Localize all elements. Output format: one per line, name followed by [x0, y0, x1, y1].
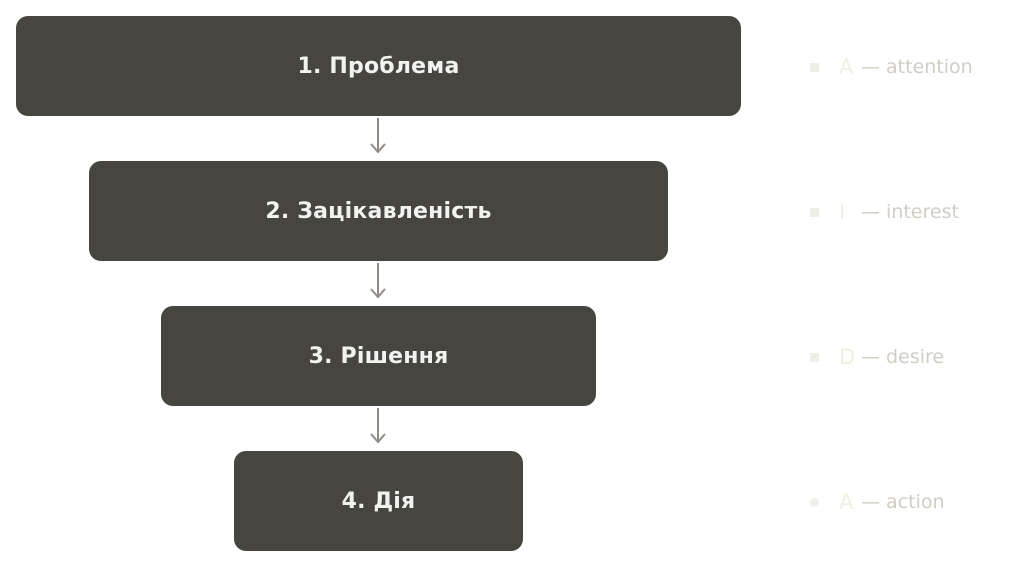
legend-item-attention: A — attention	[810, 55, 973, 79]
stage-label-problem: 1. Проблема	[297, 53, 460, 79]
down-arrow-icon	[370, 118, 386, 154]
legend-description: — interest	[861, 201, 959, 223]
legend-item-interest: I — interest	[810, 200, 959, 224]
legend-letter: A	[839, 490, 854, 514]
down-arrow-icon	[370, 408, 386, 444]
stage-label-solution: 3. Рішення	[308, 343, 449, 369]
legend-description: — desire	[861, 346, 945, 368]
square-bullet-icon	[810, 62, 819, 72]
legend-description: — action	[861, 491, 945, 513]
legend-item-action: A — action	[810, 490, 945, 514]
round-bullet-icon	[810, 497, 819, 507]
stage-label-interest: 2. Зацікавленість	[265, 198, 492, 224]
down-arrow-icon	[370, 263, 386, 299]
legend-letter: A	[839, 55, 854, 79]
stage-box-problem: 1. Проблема	[16, 16, 741, 116]
legend-item-desire: D — desire	[810, 345, 944, 369]
stage-label-action: 4. Дія	[341, 488, 416, 514]
stage-box-action: 4. Дія	[234, 451, 523, 551]
square-bullet-icon	[810, 352, 819, 362]
legend-letter: D	[839, 345, 856, 369]
legend-letter: I	[839, 200, 846, 224]
legend-description: — attention	[861, 56, 973, 78]
square-bullet-icon	[810, 207, 819, 217]
stage-box-interest: 2. Зацікавленість	[89, 161, 668, 261]
stage-box-solution: 3. Рішення	[161, 306, 596, 406]
